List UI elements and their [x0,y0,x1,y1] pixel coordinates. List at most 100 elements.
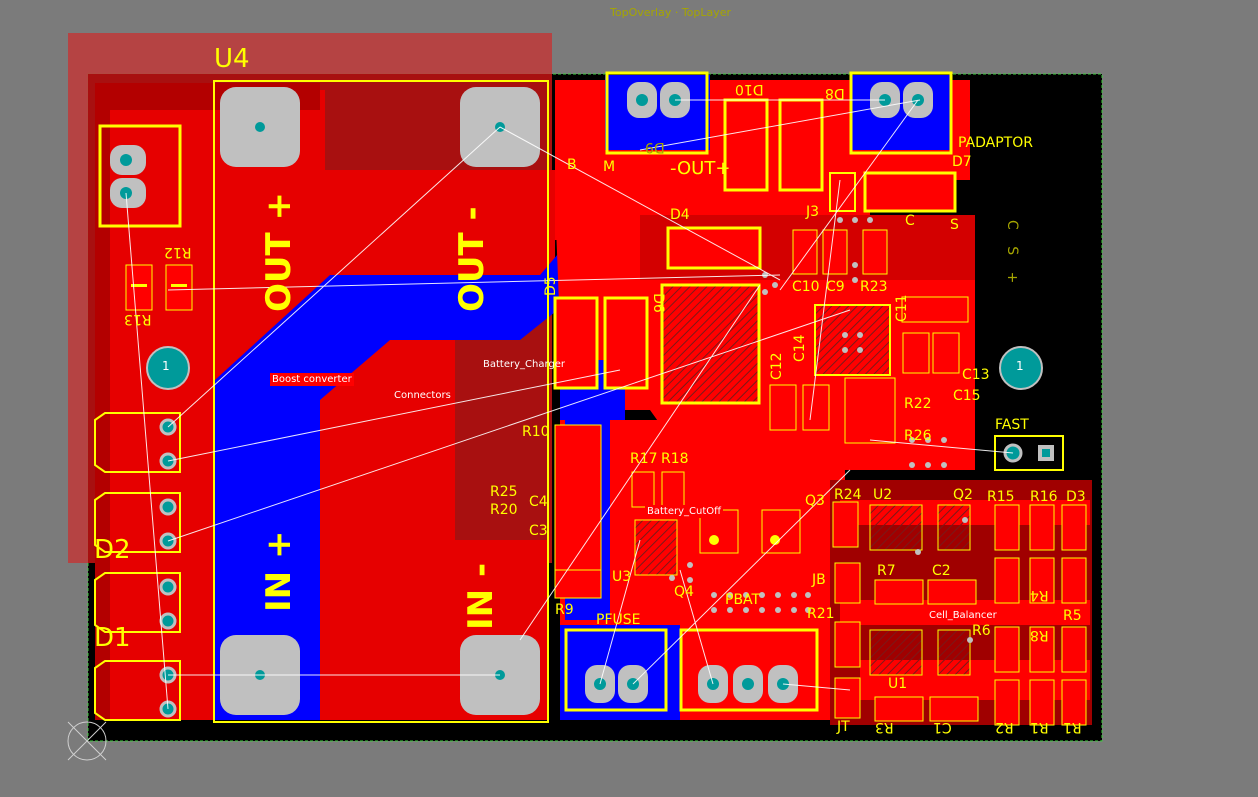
ref-r2: R2 [995,719,1014,735]
ref-r15: R15 [987,489,1015,505]
room-battery-charger[interactable]: Battery_Charger [483,359,566,370]
ref-d6: D6 [649,293,666,313]
origin-marker [67,721,107,761]
ref-r25: R25 [490,484,518,500]
pbat-connector [679,628,819,712]
terminal-blocks [94,412,181,721]
label-in-minus: IN - [461,562,501,630]
ref-d8: D8 [825,85,845,101]
ref-r17: R17 [630,451,658,467]
ref-j3: J3 [806,204,820,220]
ref-r23: R23 [860,279,888,295]
ref-c11: C11 [894,294,910,322]
ref-jt: JT [837,719,850,735]
room-boost-converter[interactable]: Boost converter [270,373,354,386]
ref-pfuse: PFUSE [596,612,641,628]
ref-r24: R24 [834,487,862,503]
ref-pbat: PBAT [725,592,761,608]
mount-hole-left [146,346,190,390]
ref-u2: U2 [873,487,893,503]
ratsnest [125,99,1014,710]
mount-hole-left-label: 1 [162,359,170,373]
ref-d4: D4 [670,207,690,223]
layer-label: TopOverlay · TopLayer [610,6,732,19]
ref-d3: D3 [1066,489,1086,505]
ref-r9: R9 [555,602,574,618]
charger-inductor [660,283,761,405]
u3-outline [634,519,678,576]
ref-c14: C14 [792,334,808,362]
bottom-copper-L [215,240,570,720]
ref-r18: R18 [661,451,689,467]
q1-outline [937,629,971,676]
ref-r10: R10 [522,424,550,440]
connector-top-left [98,124,182,228]
label-out-mid: -OUT+ [670,158,731,179]
fast-header [994,435,1064,471]
ref-c1: C1 [933,719,952,735]
ref-r5: R5 [1063,608,1082,624]
ref-r22: R22 [904,396,932,412]
vias [669,217,973,643]
label-s: S [950,217,959,233]
smd-center-marks [709,535,780,545]
label-csc: C S + [1004,220,1020,290]
ref-u1: U1 [888,676,908,692]
ref-c4: C4 [529,494,548,510]
bottom-copper-padaptor [850,75,950,150]
ref-u3: U3 [612,569,632,585]
d5-d6-footprints [553,98,824,390]
ref-u4: U4 [214,44,250,74]
ref-r21: R21 [807,606,835,622]
room-cell-balancer[interactable]: Cell_Balancer [927,609,999,622]
ref-q2: Q2 [953,487,973,503]
ref-fast: FAST [995,417,1029,433]
ref-d10: D10 [735,81,764,97]
u1-outline [869,629,923,676]
ref-q4: Q4 [674,584,694,600]
label-m: M [603,159,616,175]
ref-c10: C10 [792,279,820,295]
ref-d5: D5 [543,276,559,296]
padaptor-connector [849,71,953,155]
u2-outline [869,504,923,551]
ref-padaptor: PADAPTOR [958,135,1033,151]
ref-c2: C2 [932,563,951,579]
label-out-minus: OUT - [452,206,492,312]
out-connector [605,71,709,155]
ref-d7: D7 [952,154,972,170]
copper-trace-top [555,150,610,240]
label-b: B [567,157,577,173]
d4-footprint [666,226,762,270]
ref-r12: R12 [164,244,192,260]
ref-r1: R1 [1030,719,1049,735]
ref-r13: R13 [124,311,152,327]
room-battery-cutoff[interactable]: Battery_CutOff [645,505,724,518]
ref-c9: C9 [826,279,845,295]
r12-r13-footprint [125,264,193,311]
ref-r26: R26 [904,428,932,444]
ref-d9: D9 [645,139,665,155]
ref-r7: R7 [877,563,896,579]
ref-r3: R3 [875,719,894,735]
ref-jb: JB [812,572,826,588]
pfuse-connector [564,628,668,712]
d7-footprint [863,171,957,213]
q2-outline [937,504,971,551]
label-out-plus: OUT + [259,191,299,312]
room-connectors[interactable]: Connectors [394,390,451,401]
ref-r6: R6 [972,623,991,639]
ref-r4: R4 [1030,587,1049,603]
ref-r8: R8 [1030,627,1049,643]
ref-c12: C12 [769,352,785,380]
ref-c15: C15 [953,388,981,404]
ref-r16: R16 [1030,489,1058,505]
u4-outline [213,80,549,723]
ref-c13: C13 [962,367,990,383]
ref-r20: R20 [490,502,518,518]
ref-d1: D1 [94,623,131,653]
charger-ic [814,304,891,376]
mount-hole-right-label: 1 [1016,359,1024,373]
